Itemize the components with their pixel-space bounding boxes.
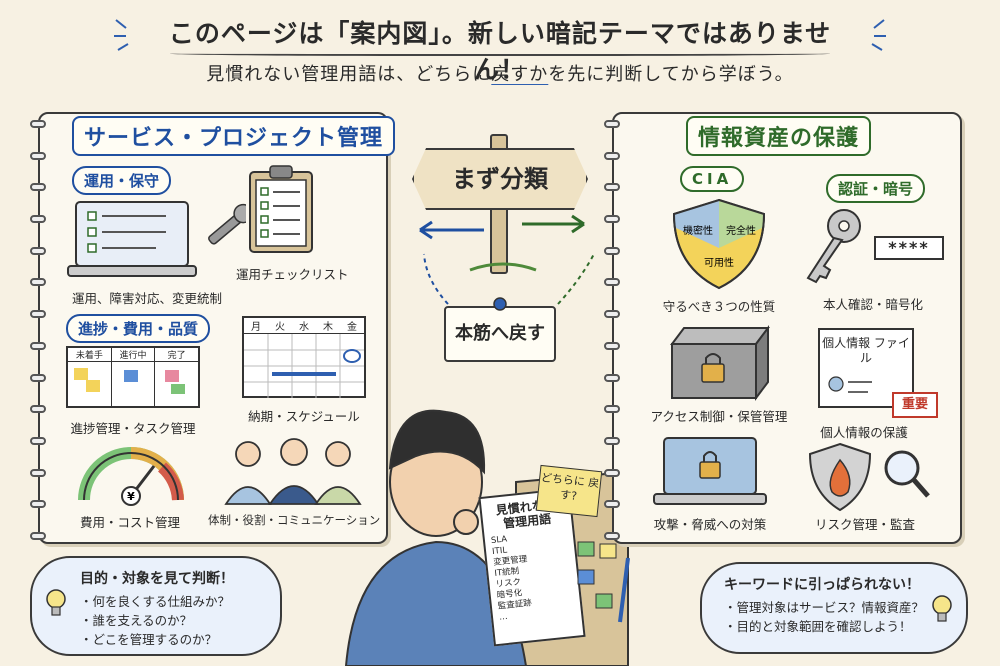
calendar-day: 水 xyxy=(299,322,309,333)
caption-key: 本人確認・暗号化 xyxy=(822,297,923,312)
gauge-icon: ¥ xyxy=(78,447,184,506)
caption-calendar: 納期・スケジュール xyxy=(248,409,360,424)
caption-operations: 運用、障害対応、変更統制 xyxy=(71,291,222,306)
tip-bubble-left: 目的・対象を見て判断！ 何を良くする仕組みか？ 誰を支えるのか？ どこを管理する… xyxy=(30,556,282,656)
lightbulb-icon xyxy=(46,589,66,616)
tip-right-item: 目的と対象範囲を確認しよう！ xyxy=(724,617,926,636)
secure-laptop-icon xyxy=(653,437,767,505)
tip-left-title: 目的・対象を見て判断！ xyxy=(80,571,234,587)
password-field-mask: **** xyxy=(874,236,944,260)
sticky-notes-pen-icon xyxy=(577,541,630,623)
section-progress: 進捗・費用・品質 xyxy=(66,314,211,343)
subtitle-emphasis: 戻すか xyxy=(491,64,549,85)
caption-document: 個人情報の保護 xyxy=(820,425,908,440)
gauge-symbol: ¥ xyxy=(127,490,135,503)
calendar-day: 月 xyxy=(251,322,261,333)
caption-clipboard: 運用チェックリスト xyxy=(236,267,349,282)
kanban-column: 未着手 xyxy=(68,348,112,406)
kanban-column: 完了 xyxy=(155,348,199,406)
pushpin-icon xyxy=(493,297,507,311)
page-title: このページは「案内図」。新しい暗記テーマではありません！ xyxy=(168,19,832,84)
key-icon xyxy=(806,209,861,284)
caption-kanban: 進捗管理・タスク管理 xyxy=(70,421,196,436)
caption-gauge: 費用・コスト管理 xyxy=(79,515,180,530)
caption-team: 体制・役割・コミュニケーション xyxy=(208,513,381,527)
sign-sort-first: まず分類 xyxy=(412,148,588,210)
calendar-icon: 月 火 水 木 金 xyxy=(242,316,366,398)
sparkle-icon xyxy=(114,19,129,51)
note-back-to-main: 本筋へ戻す xyxy=(444,306,556,362)
locked-box-icon xyxy=(670,325,770,401)
subtitle-pre: 見慣れない管理用語は、どちらに xyxy=(206,64,492,85)
calendar-day: 木 xyxy=(323,322,333,333)
tip-left-item: 誰を支えるのか？ xyxy=(80,611,264,630)
document-title: 個人情報 ファイル xyxy=(822,336,910,365)
id-card-icon xyxy=(828,376,872,393)
section-operations: 運用・保守 xyxy=(72,166,172,195)
left-notebook-title: サービス・プロジェクト管理 xyxy=(72,116,396,156)
tip-left-item: どこを管理するのか？ xyxy=(80,630,264,649)
risk-shield-magnifier-icon xyxy=(808,442,930,512)
shield-label: 機密性 xyxy=(683,224,713,237)
calendar-day: 金 xyxy=(347,322,357,333)
sparkle-icon xyxy=(871,19,886,51)
section-cia: CIA xyxy=(680,166,745,192)
title-underline xyxy=(170,50,830,56)
shield-icon: 機密性 完全性 可用性 xyxy=(672,198,766,290)
caption-shield: 守るべき３つの性質 xyxy=(662,299,776,314)
tip-bubble-right: キーワードに引っぱられない！ 管理対象はサービス？情報資産？ 目的と対象範囲を確… xyxy=(700,562,968,654)
subtitle-post: を先に判断してから学ぼう。 xyxy=(548,64,794,85)
right-notebook-rings xyxy=(604,120,620,540)
caption-risk: リスク管理・監査 xyxy=(814,517,915,532)
lightbulb-icon xyxy=(932,595,952,622)
team-icon xyxy=(224,438,362,505)
section-auth: 認証・暗号 xyxy=(826,174,926,203)
calendar-day: 火 xyxy=(275,322,285,333)
tip-right-title: キーワードに引っぱられない！ xyxy=(724,577,920,593)
shield-label: 完全性 xyxy=(726,224,756,237)
kanban-column-header: 未着手 xyxy=(68,348,111,362)
kanban-board: 未着手 進行中 完了 xyxy=(66,346,200,408)
clipboard-icon xyxy=(249,165,313,253)
important-stamp: 重要 xyxy=(892,392,938,418)
kanban-column: 進行中 xyxy=(111,348,156,406)
page-subtitle: 見慣れない管理用語は、どちらに戻すかを先に判断してから学ぼう。 xyxy=(140,60,860,90)
caption-secure-laptop: 攻撃・脅威への対策 xyxy=(653,517,767,532)
kanban-column-header: 完了 xyxy=(155,348,199,362)
laptop-checklist-icon xyxy=(67,201,246,277)
tip-left-item: 何を良くする仕組みか？ xyxy=(80,592,264,611)
kanban-column-header: 進行中 xyxy=(111,348,155,362)
tip-right-item: 管理対象はサービス？情報資産？ xyxy=(724,598,926,617)
caption-safe: アクセス制御・保管管理 xyxy=(650,409,788,424)
left-notebook-rings xyxy=(30,120,46,540)
direction-arrows xyxy=(419,214,595,305)
shield-label: 可用性 xyxy=(704,256,734,269)
right-notebook-title: 情報資産の保護 xyxy=(686,116,872,156)
sticky-note-which-way: どちらに 戻す? xyxy=(535,464,603,518)
